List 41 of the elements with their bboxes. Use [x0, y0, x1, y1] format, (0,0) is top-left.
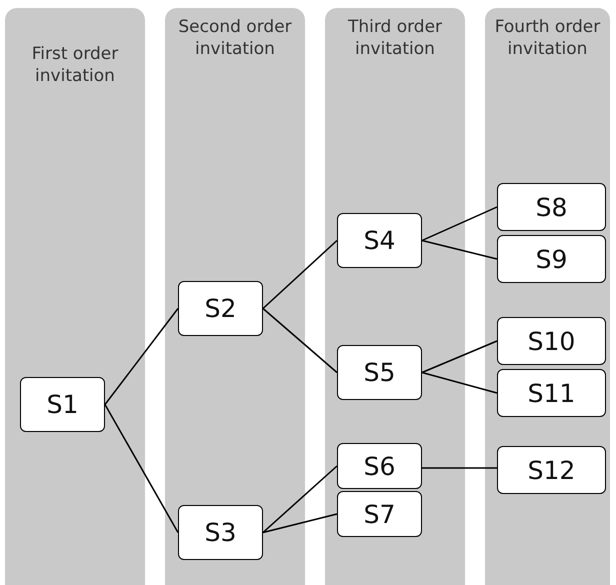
- node-label: S4: [364, 226, 396, 255]
- column-heading: Third order invitation: [346, 16, 444, 60]
- connector-line: [104, 308, 179, 405]
- column-band: [485, 8, 610, 585]
- node-box: [497, 369, 606, 417]
- node-label: S7: [364, 500, 396, 528]
- node-box: [178, 281, 263, 336]
- column-band: [5, 8, 145, 585]
- column-heading: First order invitation: [30, 43, 120, 87]
- connector-line: [262, 308, 338, 374]
- connector-line: [262, 513, 338, 534]
- node-label: S2: [204, 294, 236, 323]
- node-box: [337, 491, 422, 537]
- connector-line: [422, 372, 498, 394]
- node-label: S5: [364, 358, 396, 387]
- node-box: [337, 213, 422, 268]
- node-box: [337, 345, 422, 400]
- connector-line: [104, 404, 179, 533]
- node-box: [497, 446, 606, 494]
- node-label: S8: [536, 192, 568, 222]
- column-heading: Fourth order invitation: [494, 16, 602, 60]
- node-box: [497, 317, 606, 365]
- node-box: [337, 443, 422, 489]
- node-label: S9: [536, 244, 568, 274]
- column-heading: Second order invitation: [177, 16, 293, 60]
- connector-line: [422, 240, 498, 260]
- column-band: [325, 8, 465, 585]
- node-box: [497, 235, 606, 283]
- node-label: S3: [204, 518, 236, 547]
- node-label: S11: [528, 378, 576, 408]
- node-label: S12: [528, 456, 576, 484]
- connector-line: [422, 467, 497, 469]
- node-box: [178, 505, 263, 560]
- column-band: [165, 8, 305, 585]
- connector-line: [262, 240, 338, 310]
- node-label: S6: [364, 452, 396, 480]
- node-box: [497, 183, 606, 231]
- node-box: [20, 377, 105, 432]
- node-label: S10: [528, 326, 576, 356]
- connector-line: [262, 465, 338, 534]
- node-label: S1: [46, 390, 78, 419]
